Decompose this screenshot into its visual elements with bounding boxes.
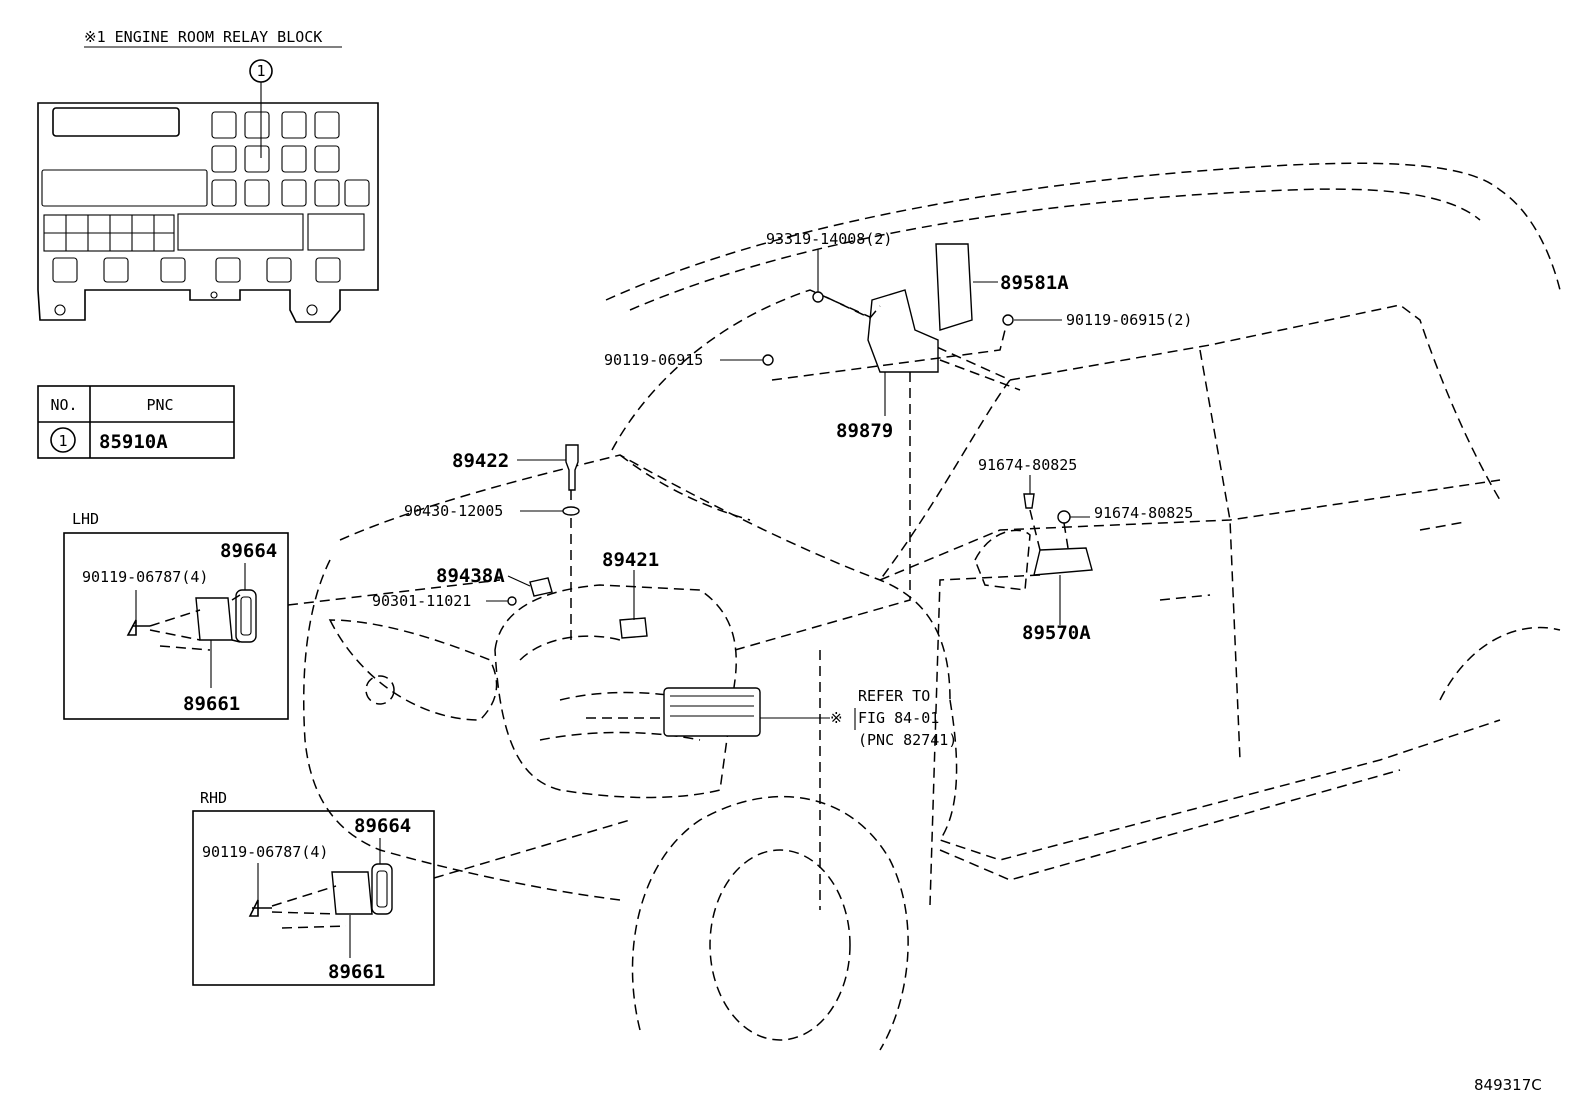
label-91674-80825-a: 91674-80825 bbox=[978, 456, 1077, 474]
pnc-table-header-pnc: PNC bbox=[146, 396, 173, 414]
pnc-table-row-no: 1 bbox=[58, 432, 67, 450]
lhd-frame bbox=[63, 532, 289, 720]
lhd-cover-label: 89664 bbox=[220, 540, 277, 562]
part-89879-icon bbox=[867, 289, 939, 373]
side-mirror bbox=[974, 529, 1031, 591]
vehicle-outline bbox=[303, 162, 1561, 1051]
window-line bbox=[1009, 304, 1501, 501]
label-90119-06915-2: 90119-06915(2) bbox=[1066, 311, 1192, 329]
rocker-line bbox=[938, 699, 1501, 861]
label-89421: 89421 bbox=[602, 549, 659, 571]
relay-block-title: ※1 ENGINE ROOM RELAY BLOCK bbox=[84, 28, 322, 46]
label-89879: 89879 bbox=[836, 420, 893, 442]
rear-wheel-arch bbox=[1439, 626, 1561, 701]
grille bbox=[328, 619, 498, 721]
door-pillar bbox=[1199, 349, 1241, 761]
part-labels: 93319-14008(2) 89581A 90119-06915(2) 901… bbox=[372, 230, 1542, 1094]
roof-line bbox=[605, 162, 1561, 301]
rhd-connector-label: 89661 bbox=[328, 961, 385, 983]
label-90430-12005: 90430-12005 bbox=[404, 502, 503, 520]
lhd-screw-icon bbox=[126, 619, 150, 636]
pnc-table: NO. PNC 1 85910A bbox=[37, 385, 235, 459]
label-93319-14008: 93319-14008(2) bbox=[766, 230, 892, 248]
label-90119-06915: 90119-06915 bbox=[604, 351, 703, 369]
ecu-module bbox=[663, 687, 761, 737]
label-89438A: 89438A bbox=[436, 565, 505, 587]
relay-callout-number: 1 bbox=[256, 62, 265, 80]
part-93319-icon bbox=[812, 291, 824, 303]
engine-block bbox=[494, 584, 737, 799]
part-91674-a-icon bbox=[1023, 493, 1035, 509]
label-91674-80825-b: 91674-80825 bbox=[1094, 504, 1193, 522]
refer-mark: ※ bbox=[830, 709, 843, 727]
label-89581A: 89581A bbox=[1000, 272, 1069, 294]
label-89422: 89422 bbox=[452, 450, 509, 472]
rhd-detail: RHD 89664 90119-06787(4) 89661 bbox=[192, 789, 435, 986]
refer-line3: (PNC 82741) bbox=[858, 731, 957, 749]
part-91674-b-icon bbox=[1057, 510, 1071, 524]
part-89422-icon bbox=[565, 444, 579, 491]
refer-line2: FIG 84-01 bbox=[858, 709, 939, 727]
figure-id: 849317C bbox=[1474, 1076, 1542, 1094]
lhd-screw-label: 90119-06787(4) bbox=[82, 568, 208, 586]
relay-block-slots bbox=[41, 111, 370, 316]
part-89581A-icon bbox=[935, 243, 973, 331]
front-wheel bbox=[709, 849, 851, 1041]
lhd-cover-icon bbox=[235, 589, 257, 643]
lhd-detail: LHD 89664 90119-06787(4) 89661 bbox=[63, 510, 289, 720]
pnc-table-row-pnc: 85910A bbox=[99, 431, 168, 453]
rhd-cover-label: 89664 bbox=[354, 815, 411, 837]
part-90301-icon bbox=[507, 596, 517, 606]
part-symbols bbox=[507, 243, 1093, 639]
hood-line bbox=[339, 454, 951, 701]
rhd-screw-label: 90119-06787(4) bbox=[202, 843, 328, 861]
part-89570A-icon bbox=[1033, 547, 1093, 576]
part-89421-icon bbox=[619, 617, 648, 639]
leader-lines bbox=[287, 249, 1090, 910]
lhd-connector-icon bbox=[195, 597, 233, 641]
rhd-screw-icon bbox=[248, 899, 272, 917]
lhd-label: LHD bbox=[72, 510, 99, 528]
front-wheel-arch bbox=[631, 795, 909, 1051]
part-90430-icon bbox=[562, 506, 580, 516]
rhd-label: RHD bbox=[200, 789, 227, 807]
engine-bay bbox=[494, 584, 761, 799]
lhd-connector-label: 89661 bbox=[183, 693, 240, 715]
windshield-line bbox=[611, 289, 1012, 581]
relay-block-fuse-strip bbox=[52, 107, 180, 137]
part-90119-06915-2-icon bbox=[1002, 314, 1014, 326]
part-89438A-icon bbox=[529, 577, 553, 597]
label-90301-11021: 90301-11021 bbox=[372, 592, 471, 610]
engine-room-relay-block: ※1 ENGINE ROOM RELAY BLOCK 1 bbox=[37, 28, 379, 323]
pnc-table-header-no: NO. bbox=[50, 396, 77, 414]
front-face-line bbox=[303, 559, 621, 901]
rhd-connector-icon bbox=[331, 871, 373, 915]
part-90119-06915-icon bbox=[762, 354, 774, 366]
relay-block-housing bbox=[37, 102, 379, 323]
rhd-frame bbox=[192, 810, 435, 986]
refer-line1: REFER TO bbox=[858, 687, 930, 705]
label-89570A: 89570A bbox=[1022, 622, 1091, 644]
